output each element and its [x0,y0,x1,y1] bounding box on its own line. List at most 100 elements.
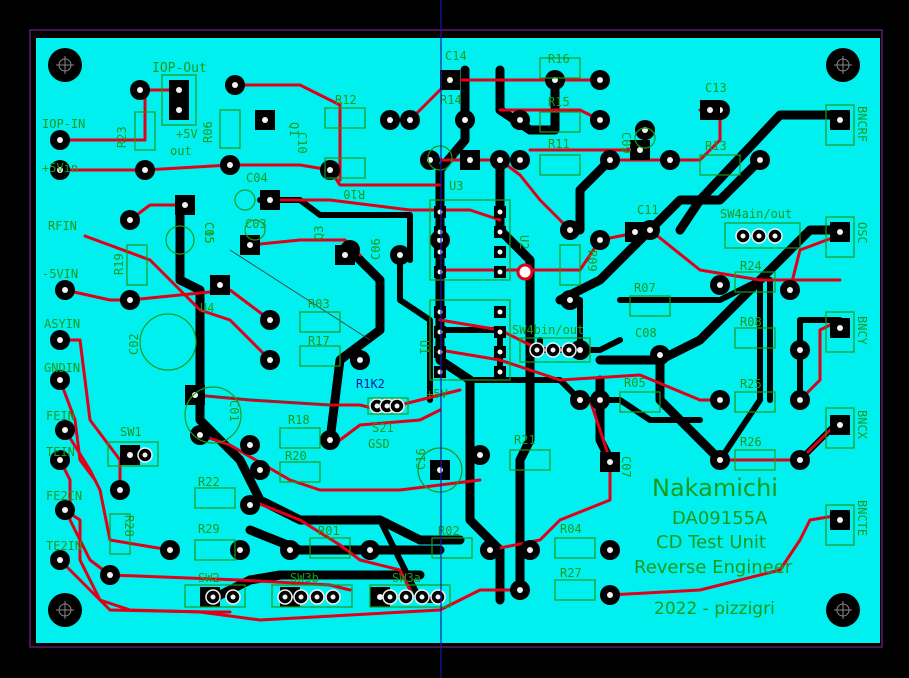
through-hole-pad[interactable] [590,230,610,250]
square-pad[interactable] [120,445,140,465]
through-hole-pad[interactable] [320,430,340,450]
through-hole-pad[interactable] [750,150,770,170]
through-hole-pad[interactable] [50,370,70,390]
header-pin-pad[interactable] [205,589,221,605]
through-hole-pad[interactable] [390,245,410,265]
through-hole-pad[interactable] [230,540,250,560]
through-hole-pad[interactable] [50,450,70,470]
through-hole-pad[interactable] [545,70,565,90]
through-hole-pad[interactable] [590,390,610,410]
through-hole-pad[interactable] [120,210,140,230]
header-pin-pad[interactable] [389,398,405,414]
square-pad[interactable] [460,150,480,170]
header-pin-pad[interactable] [225,589,241,605]
through-hole-pad[interactable] [280,540,300,560]
through-hole-pad[interactable] [360,540,380,560]
square-pad[interactable] [830,110,850,130]
through-hole-pad[interactable] [780,280,800,300]
through-hole-pad[interactable] [420,150,440,170]
ic-pin-pad[interactable] [434,326,446,338]
square-pad[interactable] [440,70,460,90]
square-pad[interactable] [830,318,850,338]
through-hole-pad[interactable] [510,580,530,600]
through-hole-pad[interactable] [790,450,810,470]
ic-pin-pad[interactable] [494,246,506,258]
component-pads[interactable] [50,70,850,607]
square-pad[interactable] [175,195,195,215]
square-pad[interactable] [430,460,450,480]
through-hole-pad[interactable] [590,70,610,90]
through-hole-pad[interactable] [560,290,580,310]
through-hole-pad[interactable] [455,110,475,130]
ic-pin-pad[interactable] [494,346,506,358]
through-hole-pad[interactable] [190,425,210,445]
ic-pin-pad[interactable] [494,206,506,218]
ic-pin-pad[interactable] [494,326,506,338]
through-hole-pad[interactable] [50,550,70,570]
through-hole-pad[interactable] [50,160,70,180]
header-pin-pad[interactable] [735,228,751,244]
header-pin-pad[interactable] [382,589,398,605]
through-hole-pad[interactable] [510,150,530,170]
through-hole-pad[interactable] [120,290,140,310]
through-hole-pad[interactable] [240,435,260,455]
ic-pin-pad[interactable] [494,266,506,278]
selected-via[interactable] [516,263,534,281]
header-pin-pad[interactable] [137,447,153,463]
through-hole-pad[interactable] [600,540,620,560]
header-pin-pad[interactable] [529,342,545,358]
through-hole-pad[interactable] [350,350,370,370]
ic-pin-pad[interactable] [434,246,446,258]
through-hole-pad[interactable] [110,480,130,500]
square-pad[interactable] [830,510,850,530]
square-pad[interactable] [830,415,850,435]
ic-pin-pad[interactable] [434,226,446,238]
header-pin-pad[interactable] [309,589,325,605]
through-hole-pad[interactable] [160,540,180,560]
square-pad[interactable] [625,222,645,242]
through-hole-pad[interactable] [710,450,730,470]
through-hole-pad[interactable] [225,75,245,95]
through-hole-pad[interactable] [480,540,500,560]
square-pad[interactable] [169,100,189,120]
square-pad[interactable] [210,275,230,295]
through-hole-pad[interactable] [320,160,340,180]
ic-pin-pad[interactable] [434,346,446,358]
through-hole-pad[interactable] [650,345,670,365]
through-hole-pad[interactable] [570,390,590,410]
through-hole-pad[interactable] [220,155,240,175]
through-hole-pad[interactable] [790,340,810,360]
through-hole-pad[interactable] [710,390,730,410]
ic-pin-pad[interactable] [494,306,506,318]
through-hole-pad[interactable] [50,130,70,150]
through-hole-pad[interactable] [380,110,400,130]
ic-pin-pad[interactable] [494,226,506,238]
ic-pin-pad[interactable] [434,366,446,378]
header-pin-pad[interactable] [751,228,767,244]
header-pin-pad[interactable] [293,589,309,605]
header-pin-pad[interactable] [277,589,293,605]
ic-pin-pad[interactable] [494,366,506,378]
through-hole-pad[interactable] [520,540,540,560]
through-hole-pad[interactable] [130,80,150,100]
through-hole-pad[interactable] [55,280,75,300]
through-hole-pad[interactable] [250,460,270,480]
header-pin-pad[interactable] [545,342,561,358]
through-hole-pad[interactable] [100,565,120,585]
through-hole-pad[interactable] [400,110,420,130]
square-pad[interactable] [169,80,189,100]
square-pad[interactable] [700,100,720,120]
square-pad[interactable] [335,245,355,265]
header-pin-pad[interactable] [561,342,577,358]
square-pad[interactable] [830,222,850,242]
through-hole-pad[interactable] [660,150,680,170]
through-hole-pad[interactable] [635,120,655,140]
through-hole-pad[interactable] [600,585,620,605]
through-hole-pad[interactable] [135,160,155,180]
square-pad[interactable] [255,110,275,130]
through-hole-pad[interactable] [260,310,280,330]
through-hole-pad[interactable] [470,445,490,465]
through-hole-pad[interactable] [570,340,590,360]
through-hole-pad[interactable] [590,110,610,130]
